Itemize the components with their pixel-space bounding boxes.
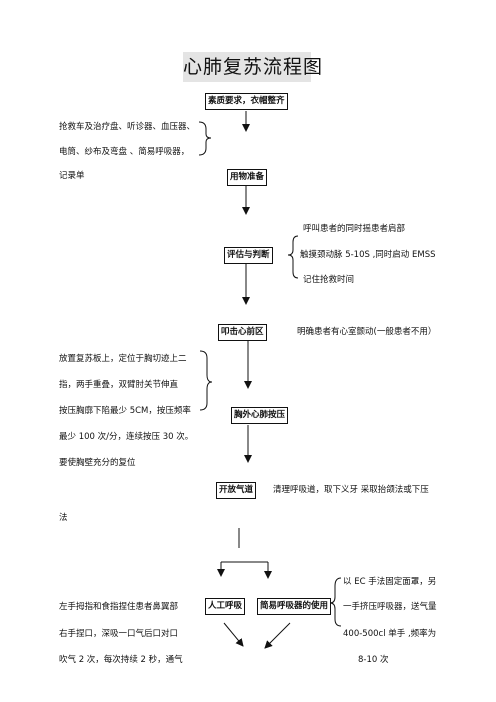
- ventilator-box: 简易呼吸器的使用: [257, 598, 332, 615]
- ventilator-step: 一手挤压呼吸器，送气量: [343, 602, 437, 612]
- brace-compression: [199, 350, 213, 411]
- brace-assess: [287, 235, 299, 279]
- qualities-box: 素质要求，衣帽整齐: [205, 93, 288, 110]
- precordial-note: 明确患者有心室颤动(一般患者不用）: [297, 327, 437, 337]
- ventilator-step: 400-500cl 单手 ,频率为: [343, 629, 437, 639]
- supplies-box: 用物准备: [227, 169, 268, 186]
- rescue-breath-step: 右手捏口，深吸一口气后口对口: [59, 629, 179, 639]
- compression-step: 按压胸廓下陷最少 5CM，按压频率: [59, 406, 191, 416]
- rescue-breath-step: 左手拇指和食指捏住患者鼻翼部: [59, 602, 179, 612]
- supplies-line: 记录单: [59, 171, 85, 181]
- airway-note: 清理呼吸道，取下义牙 采取抬颌法或下压: [273, 485, 429, 495]
- compression-step: 最少 100 次/分，连续按压 30 次。: [59, 432, 194, 442]
- rescue-breath-step: 吹气 2 次，每次持续 2 秒，通气: [59, 655, 183, 665]
- arrow-converge-left: [223, 622, 244, 647]
- airway-note-cont: 法: [59, 513, 68, 523]
- brace-supplies: [198, 121, 212, 156]
- supplies-line: 抢救车及治疗盘、听诊器、血压器、: [59, 122, 196, 132]
- ventilator-step: 以 EC 手法固定面罩，另: [343, 577, 437, 587]
- rescue-breath-box: 人工呼吸: [205, 598, 246, 615]
- assess-box: 评估与判断: [224, 247, 273, 264]
- brace-ventilator: [329, 577, 342, 627]
- precordial-box: 叩击心前区: [218, 324, 267, 341]
- ventilator-step: 8-10 次: [358, 655, 389, 665]
- compression-box: 胸外心肺按压: [231, 407, 289, 424]
- compression-step: 指，两手重叠，双臂肘关节伸直: [59, 380, 179, 390]
- page-title: 心肺复苏流程图: [183, 52, 322, 82]
- arrow-converge-right: [264, 622, 291, 649]
- assess-step: 记住抢救时间: [303, 275, 355, 285]
- assess-step: 触摸颈动脉 5-10S ,同时启动 EMSS: [300, 250, 436, 260]
- compression-step: 要使胸壁充分的复位: [59, 458, 136, 468]
- supplies-line: 电筒、纱布及弯盘 、简易呼吸器，: [59, 147, 190, 157]
- compression-step: 放置复苏板上，定位于胸切迹上二: [59, 354, 187, 364]
- assess-step: 呼叫患者的同时摇患者肩部: [303, 224, 406, 234]
- airway-box: 开放气道: [216, 482, 257, 499]
